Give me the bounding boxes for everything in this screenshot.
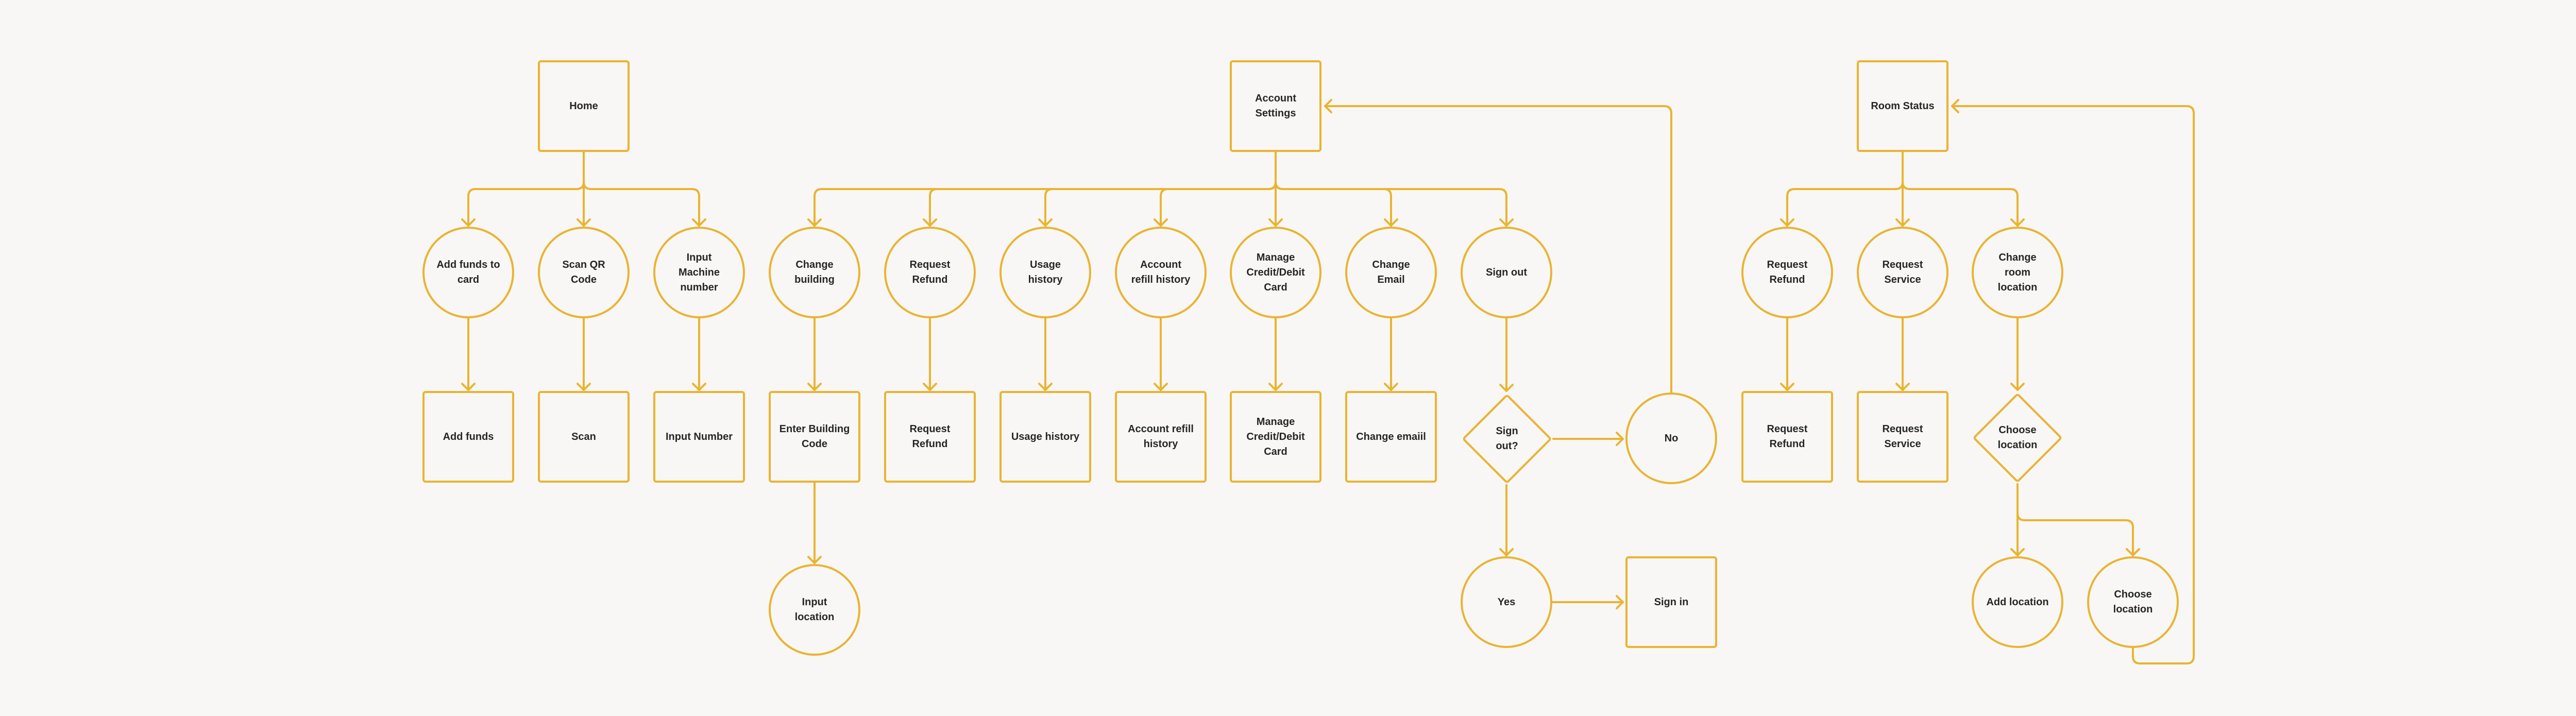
add-funds-node: Add funds (422, 391, 514, 483)
edge-decision-no-arrowhead (1616, 432, 1624, 446)
edge-col-4-arrowhead (923, 383, 937, 391)
usage-history-rect-node: Usage history (999, 391, 1091, 483)
sign-in-node: Sign in (1625, 556, 1717, 648)
home-node: Home (538, 60, 630, 152)
edge-chooselocation-room-loop-arrowhead (1951, 99, 1959, 113)
add-location-node: Add location (1972, 556, 2063, 648)
edge-chooselocation-room-loop (1951, 105, 2195, 664)
home-tree-0-arrowhead (461, 218, 476, 227)
edge-col-5-arrowhead (1038, 383, 1053, 391)
room-tree-branch-2 (1902, 181, 2019, 227)
enter-building-code-node: Enter Building Code (769, 391, 860, 483)
manage-card-circle-node: Manage Credit/Debit Card (1230, 227, 1321, 318)
no-node: No (1625, 393, 1717, 484)
usage-history-circle-node: Usage history (999, 227, 1091, 318)
edge-decision-chooselocation-arrowhead (2126, 548, 2140, 556)
change-building-node: Change building (769, 227, 860, 318)
account-tree-1-arrowhead (923, 218, 937, 227)
edge-decision-yes-arrowhead (1499, 548, 1514, 556)
home-tree-branch-2 (583, 181, 700, 227)
request-refund-room-rect-node: Request Refund (1741, 391, 1833, 483)
yes-node: Yes (1461, 556, 1552, 648)
manage-card-rect-node: Manage Credit/Debit Card (1230, 391, 1321, 483)
account-tree-3-arrowhead (1154, 218, 1168, 227)
account-tree-branch-3 (1160, 181, 1277, 227)
edge-col-0-arrowhead (461, 383, 476, 391)
account-refill-history-circle-node: Account refill history (1115, 227, 1207, 318)
home-tree-branch-0 (467, 181, 585, 227)
edge-col-8-arrowhead (1384, 383, 1398, 391)
choose-location-decision-node: Choose location (1971, 391, 2064, 484)
room-tree-branch-0 (1786, 181, 1904, 227)
edge-col-9-arrowhead (1780, 383, 1794, 391)
edge-no-account-loop (1324, 105, 1672, 394)
edge-col-2-arrowhead (692, 383, 706, 391)
edge-yes-signin-arrowhead (1616, 595, 1624, 609)
edge-col-1-arrowhead (577, 383, 591, 391)
account-tree-2-arrowhead (1038, 218, 1053, 227)
input-location-node: Input location (769, 564, 860, 656)
account-tree-5-arrowhead (1384, 218, 1398, 227)
edge-col-3-arrowhead (807, 383, 822, 391)
add-funds-to-card-node: Add funds to card (422, 227, 514, 318)
room-tree-1-arrowhead (1895, 218, 1910, 227)
request-refund-circle-node: Request Refund (884, 227, 976, 318)
request-service-circle-node: Request Service (1857, 227, 1948, 318)
change-email-circle-node: Change Email (1345, 227, 1437, 318)
edge-decision-chooselocation (2016, 512, 2134, 556)
sign-out-decision-node: Sign out? (1461, 393, 1553, 485)
request-refund-rect-node: Request Refund (884, 391, 976, 483)
scan-qr-code-node: Scan QR Code (538, 227, 630, 318)
request-service-rect-node: Request Service (1857, 391, 1948, 483)
input-number-node: Input Number (653, 391, 745, 483)
edge-no-account-loop-arrowhead (1324, 99, 1332, 113)
room-tree-0-arrowhead (1780, 218, 1794, 227)
change-email-rect-node: Change emaiil (1345, 391, 1437, 483)
account-tree-branch-6 (1275, 181, 1507, 227)
edge-changeroom-decision-arrowhead (2010, 383, 2025, 391)
room-status-node: Room Status (1857, 60, 1948, 152)
edge-col-7-arrowhead (1268, 383, 1283, 391)
home-tree-2-arrowhead (692, 218, 706, 227)
sign-out-node: Sign out (1461, 227, 1552, 318)
account-tree-6-arrowhead (1499, 218, 1514, 227)
account-refill-history-rect-node: Account refill history (1115, 391, 1207, 483)
account-tree-4-arrowhead (1268, 218, 1283, 227)
edge-col-6-arrowhead (1154, 383, 1168, 391)
edge-decision-addlocation-arrowhead (2010, 548, 2025, 556)
edge-signout-decision-arrowhead (1499, 384, 1514, 392)
account-tree-0-arrowhead (807, 218, 822, 227)
request-refund-room-circle-node: Request Refund (1741, 227, 1833, 318)
edge-building-inputlocation-arrowhead (807, 556, 822, 564)
home-tree-1-arrowhead (577, 218, 591, 227)
room-tree-2-arrowhead (2010, 218, 2025, 227)
choose-location-circle-node: Choose location (2087, 556, 2179, 648)
account-settings-node: Account Settings (1230, 60, 1321, 152)
input-machine-number-node: Input Machine number (653, 227, 745, 318)
change-room-location-node: Change room location (1972, 227, 2063, 318)
edge-col-10-arrowhead (1895, 383, 1910, 391)
scan-node: Scan (538, 391, 630, 483)
